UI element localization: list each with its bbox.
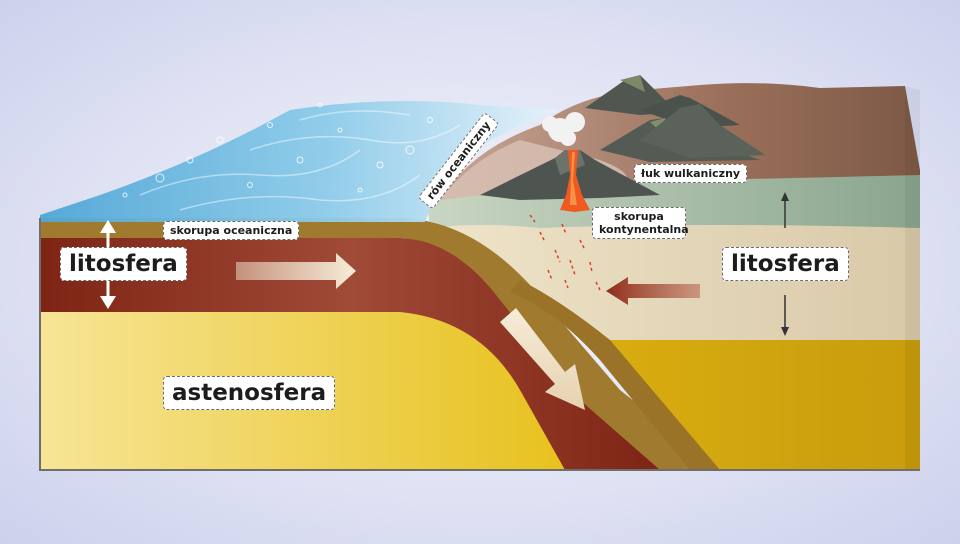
lava-flow bbox=[560, 150, 590, 212]
block-outline bbox=[39, 218, 920, 471]
thickness-arrows-left bbox=[100, 220, 116, 309]
label-litosfera-right: litosfera bbox=[722, 247, 849, 281]
magma-dashes bbox=[529, 214, 601, 291]
label-litosfera-left: litosfera bbox=[60, 247, 187, 281]
arrow-subduction-down bbox=[500, 308, 585, 410]
label-luk-wulkaniczny: łuk wulkaniczny bbox=[634, 164, 748, 183]
water-bubbles bbox=[122, 102, 473, 198]
continent-edge bbox=[905, 86, 920, 470]
label-skorupa-line2: kontynentalna bbox=[599, 223, 689, 236]
lava-highlight bbox=[570, 152, 577, 205]
label-skorupa-line1: skorupa bbox=[614, 210, 664, 223]
label-skorupa-kontynentalna: skorupa kontynentalna bbox=[592, 207, 689, 239]
label-astenosfera: astenosfera bbox=[163, 376, 336, 410]
slab-crust-lower bbox=[510, 280, 720, 470]
arrow-plate-motion-left bbox=[606, 277, 700, 305]
volcanic-arc bbox=[585, 75, 765, 162]
lithosphere-slab bbox=[40, 238, 660, 470]
oceanic-crust bbox=[40, 218, 720, 470]
volcano-smoke bbox=[542, 112, 585, 146]
water-ripples bbox=[139, 110, 461, 211]
arrow-plate-motion-right bbox=[236, 253, 356, 289]
label-skorupa-oceaniczna: skorupa oceaniczna bbox=[163, 221, 300, 240]
thickness-arrows-right bbox=[781, 192, 789, 336]
